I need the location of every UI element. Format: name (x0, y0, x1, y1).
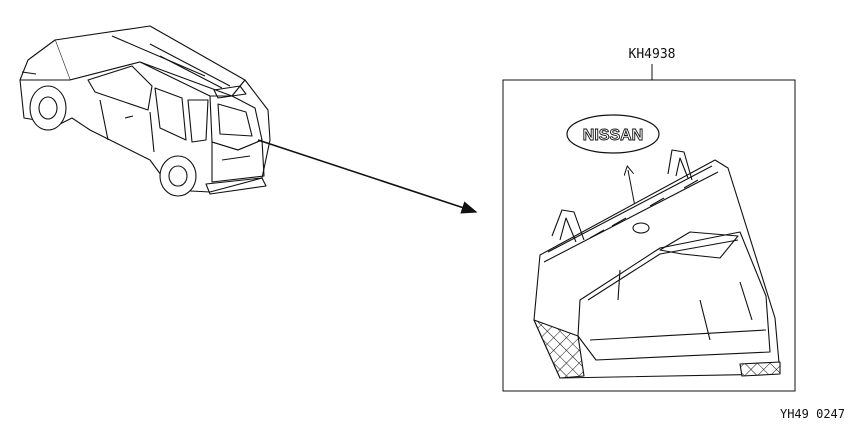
leader-arrow (257, 139, 478, 214)
part-number-label: KH4938 (629, 47, 676, 62)
nissan-emblem: NISSAN (566, 114, 660, 154)
inset-frame (502, 79, 796, 392)
emblem-text: NISSAN (583, 127, 643, 144)
vehicle-illustration (19, 25, 271, 197)
storage-bag-illustration (533, 149, 781, 379)
figure-code: YH49 0247 (780, 407, 845, 421)
